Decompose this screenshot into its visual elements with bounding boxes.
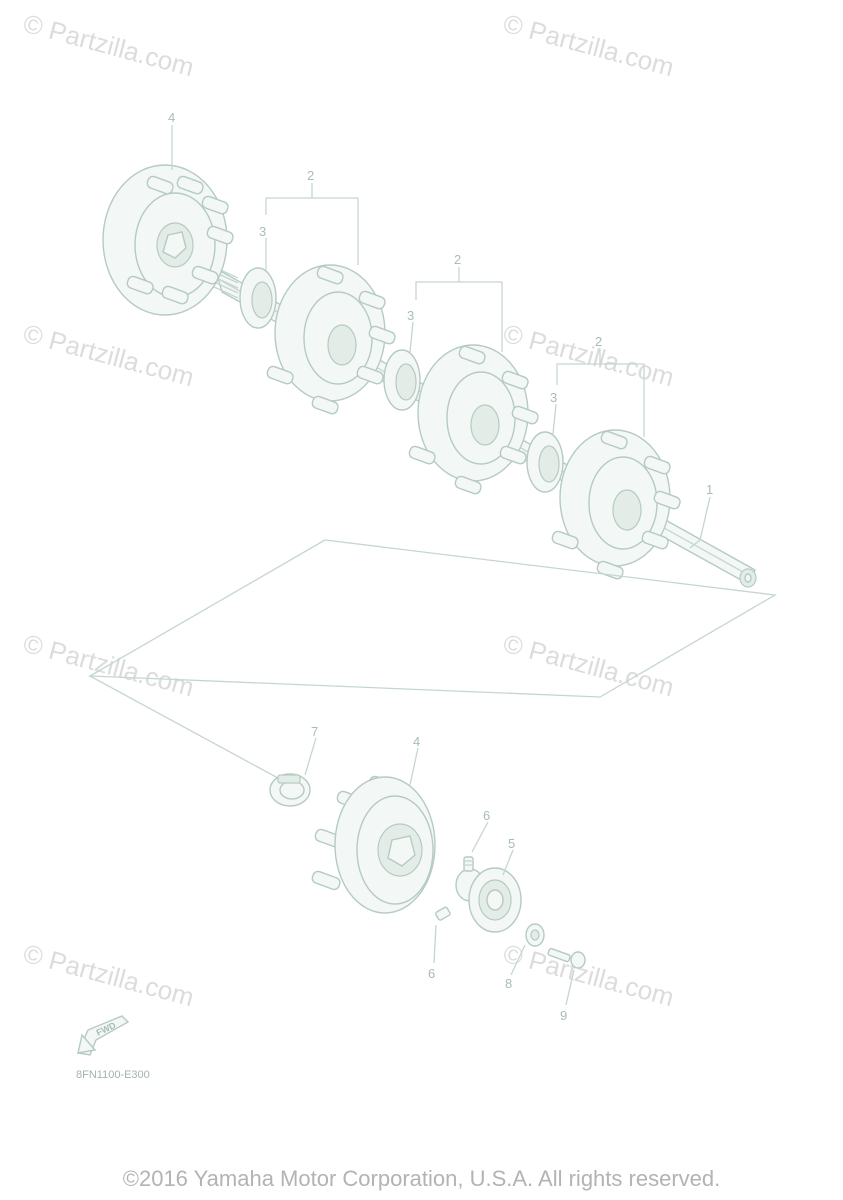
callout-7: 7 [311,724,318,739]
callout-2-a: 2 [307,168,314,183]
set-screw-bottom [435,906,451,921]
callout-1: 1 [706,482,713,497]
sprocket-c [551,429,681,580]
spacer-c [526,431,564,493]
sprocket-a [266,264,396,415]
bolt [547,947,586,969]
callout-2-c: 2 [595,334,602,349]
copyright-notice: ©2016 Yamaha Motor Corporation, U.S.A. A… [122,1166,721,1191]
callout-3-b: 3 [407,308,414,323]
callout-2-b: 2 [454,252,461,267]
sprocket-b [408,344,539,495]
sprocket-top [102,164,234,316]
assembly-leader [89,675,301,791]
spacer-a [239,267,277,329]
sprocket-bottom [311,775,436,914]
callout-6-bottom: 6 [428,966,435,981]
callout-4-top: 4 [168,110,175,125]
callouts-top: 4 2 3 2 3 2 3 1 [168,110,713,549]
callout-3-c: 3 [550,390,557,405]
callout-8: 8 [505,976,512,991]
callout-4-bottom: 4 [413,734,420,749]
set-screw-top [463,856,474,872]
diagram-code: 8FN1100-E300 [76,1069,150,1081]
callout-6-top: 6 [483,808,490,823]
washer [525,923,545,947]
bearing [455,867,522,933]
clamp [269,773,311,807]
spacer-b [383,349,421,411]
callout-9: 9 [560,1008,567,1023]
fwd-arrow-icon: FWD [77,1015,130,1056]
assembly-frame [87,539,777,698]
callout-3-a: 3 [259,224,266,239]
callout-5: 5 [508,836,515,851]
